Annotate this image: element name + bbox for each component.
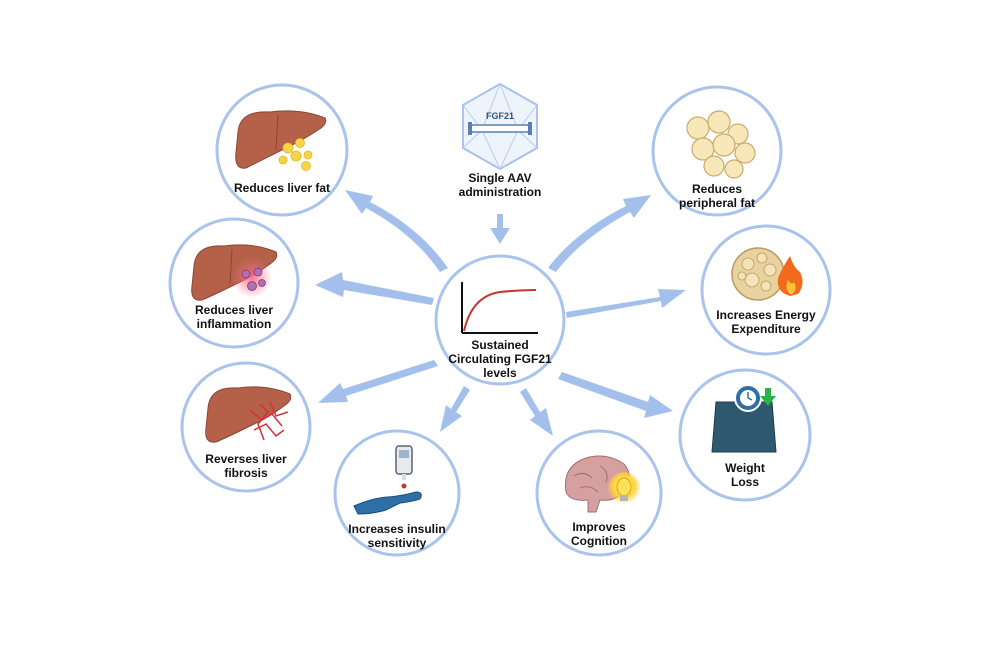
- label-cognition-line1: Improves: [572, 520, 626, 534]
- label-liver-fibrosis-line2: fibrosis: [224, 466, 268, 480]
- brain-lightbulb-icon: [564, 455, 640, 513]
- arrow-to-insulin: [440, 386, 470, 432]
- label-energy-expenditure-line2: Expenditure: [731, 322, 801, 336]
- label-liver-inflammation-line2: inflammation: [196, 317, 272, 331]
- label-cognition-line2: Cognition: [571, 534, 627, 548]
- arrows: [315, 190, 686, 436]
- label-liver-fat-line1: Reduces liver fat: [233, 181, 331, 195]
- label-liver-fibrosis: Reverses liver fibrosis: [205, 452, 286, 480]
- label-liver-fibrosis-line1: Reverses liver: [205, 452, 287, 466]
- label-energy-expenditure-line1: Increases Energy: [716, 308, 816, 322]
- center-caption-line2: Circulating FGF21: [448, 352, 552, 366]
- fat-flame-icon: [731, 247, 803, 301]
- adipocytes-icon: [686, 110, 756, 179]
- center-caption: Sustained Circulating FGF21 levels: [448, 338, 551, 380]
- aav-caption-line1: Single AAV: [468, 171, 532, 185]
- arrow-to-liver-fat: [345, 190, 448, 272]
- aav-caption-line2: administration: [458, 185, 542, 199]
- liver-fibrosis-icon: [205, 386, 292, 443]
- aav-capsid-icon: [462, 82, 538, 171]
- center-circle: [434, 254, 566, 386]
- arrow-to-weight-loss: [558, 372, 673, 418]
- liver-fat-icon: [235, 110, 327, 171]
- label-energy-expenditure: Increases Energy Expenditure: [716, 308, 815, 336]
- arrow-to-peripheral-fat: [548, 195, 651, 272]
- label-weight-loss-line1: Weight: [725, 461, 765, 475]
- arrow-to-liver-fibrosis: [318, 360, 438, 403]
- arrow-to-energy: [566, 289, 686, 318]
- aav-caption: Single AAV administration: [459, 171, 542, 199]
- label-peripheral-fat: Reduces peripheral fat: [679, 182, 755, 210]
- saturation-curve-icon: [461, 282, 538, 334]
- label-liver-fat: Reduces liver fat: [234, 181, 330, 195]
- label-weight-loss-line2: Loss: [730, 475, 759, 489]
- circle-insulin-sensitivity: [333, 429, 461, 557]
- fgf21-gene-label: FGF21: [486, 111, 514, 121]
- arrow-aav-to-center: [490, 214, 510, 244]
- label-peripheral-fat-line1: Reduces: [691, 182, 743, 196]
- liver-inflammation-icon: [191, 244, 278, 301]
- label-liver-inflammation-line1: Reduces liver: [194, 303, 274, 317]
- arrow-to-cognition: [520, 388, 553, 436]
- label-insulin-sensitivity-line2: sensitivity: [367, 536, 427, 550]
- arrow-to-liver-inflammation: [315, 272, 434, 305]
- center-caption-line3: levels: [483, 366, 517, 380]
- label-insulin-sensitivity-line1: Increases insulin: [348, 522, 446, 536]
- label-liver-inflammation: Reduces liver inflammation: [195, 303, 273, 331]
- label-insulin-sensitivity: Increases insulin sensitivity: [348, 522, 445, 550]
- label-cognition: Improves Cognition: [571, 520, 627, 548]
- label-peripheral-fat-line2: peripheral fat: [678, 196, 756, 210]
- scale-icon: [711, 384, 777, 453]
- center-caption-line1: Sustained: [471, 338, 529, 352]
- glucometer-hand-icon: [353, 445, 422, 515]
- label-weight-loss: Weight Loss: [725, 461, 765, 489]
